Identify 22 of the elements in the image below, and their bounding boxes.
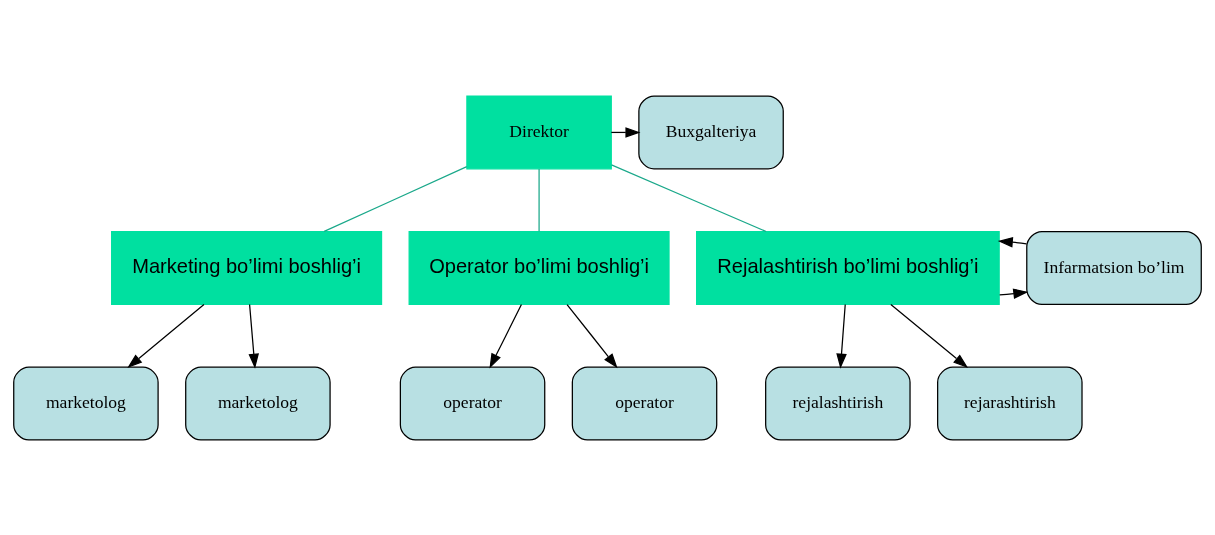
connector bbox=[610, 163, 767, 232]
arrow bbox=[890, 303, 969, 368]
node-box: Direktor bbox=[466, 94, 612, 169]
node-box: operator bbox=[399, 366, 546, 441]
connector bbox=[538, 167, 540, 232]
connector bbox=[323, 165, 468, 232]
node-box: Infarmatsion bo’lim bbox=[1026, 230, 1202, 305]
node-box: Buxgalteriya bbox=[638, 94, 784, 169]
node-box: Rejalashtirish bo’limi boshlig’i bbox=[696, 230, 1000, 305]
node-box: rejalashtirish bbox=[765, 366, 911, 441]
arrow bbox=[566, 303, 618, 368]
node-box: Marketing bo’limi boshlig’i bbox=[111, 230, 383, 305]
arrow bbox=[997, 236, 1028, 247]
node-box: marketolog bbox=[13, 366, 159, 441]
arrow bbox=[248, 303, 260, 369]
node-box: operator bbox=[571, 366, 718, 441]
node-box: Operator bo’limi boshlig’i bbox=[408, 230, 670, 305]
node-box: rejarashtirish bbox=[937, 366, 1083, 441]
node-box: marketolog bbox=[185, 366, 331, 441]
arrow bbox=[489, 303, 523, 369]
arrow bbox=[836, 303, 847, 369]
arrow bbox=[127, 303, 205, 368]
